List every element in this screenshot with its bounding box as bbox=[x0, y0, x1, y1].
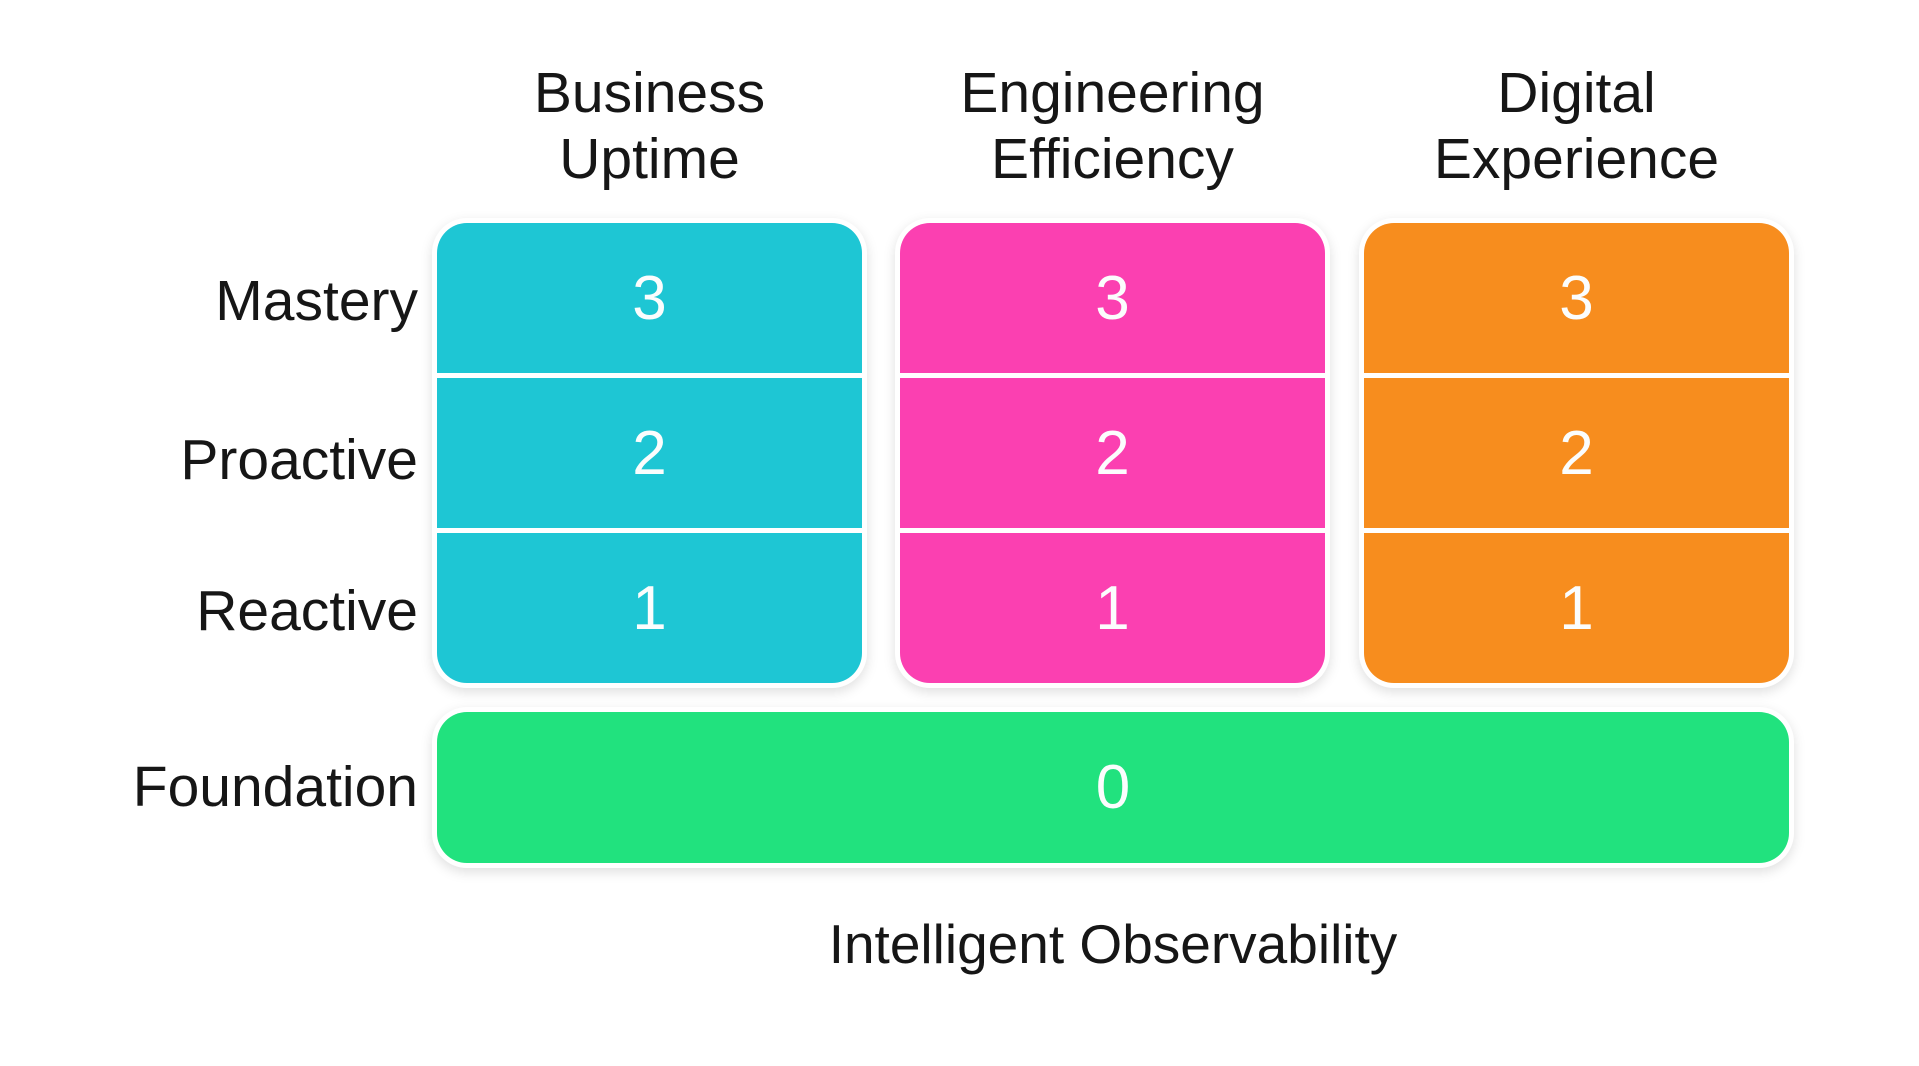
cell-business-uptime-reactive: 1 bbox=[437, 528, 862, 683]
cell-business-uptime-proactive: 2 bbox=[437, 373, 862, 528]
cell-value: 2 bbox=[1095, 418, 1130, 488]
cell-value: 3 bbox=[1095, 263, 1130, 333]
cell-business-uptime-mastery: 3 bbox=[437, 223, 862, 373]
row-label-foundation: Foundation bbox=[132, 755, 418, 819]
cell-digital-experience-proactive: 2 bbox=[1364, 373, 1789, 528]
cell-value: 2 bbox=[632, 418, 667, 488]
cell-value: 1 bbox=[1559, 573, 1594, 643]
foundation-value: 0 bbox=[1095, 753, 1131, 822]
pillar-digital-experience: 3 2 1 bbox=[1364, 223, 1789, 683]
cell-engineering-efficiency-reactive: 1 bbox=[900, 528, 1325, 683]
cell-value: 3 bbox=[1559, 263, 1594, 333]
column-header-engineering-efficiency: Engineering Efficiency bbox=[960, 61, 1265, 191]
row-label-reactive: Reactive bbox=[196, 579, 418, 643]
diagram-title: Intelligent Observability bbox=[828, 913, 1398, 975]
row-label-proactive: Proactive bbox=[180, 428, 418, 492]
column-header-business-uptime: Business Uptime bbox=[533, 61, 766, 191]
column-header-digital-experience: Digital Experience bbox=[1433, 61, 1720, 191]
cell-digital-experience-mastery: 3 bbox=[1364, 223, 1789, 373]
foundation-band: 0 bbox=[437, 712, 1789, 863]
cell-digital-experience-reactive: 1 bbox=[1364, 528, 1789, 683]
cell-value: 1 bbox=[632, 573, 667, 643]
cell-engineering-efficiency-mastery: 3 bbox=[900, 223, 1325, 373]
row-label-mastery: Mastery bbox=[215, 269, 418, 333]
cell-value: 3 bbox=[632, 263, 667, 333]
cell-value: 2 bbox=[1559, 418, 1594, 488]
pillar-engineering-efficiency: 3 2 1 bbox=[900, 223, 1325, 683]
cell-value: 1 bbox=[1095, 573, 1130, 643]
pillar-business-uptime: 3 2 1 bbox=[437, 223, 862, 683]
cell-engineering-efficiency-proactive: 2 bbox=[900, 373, 1325, 528]
